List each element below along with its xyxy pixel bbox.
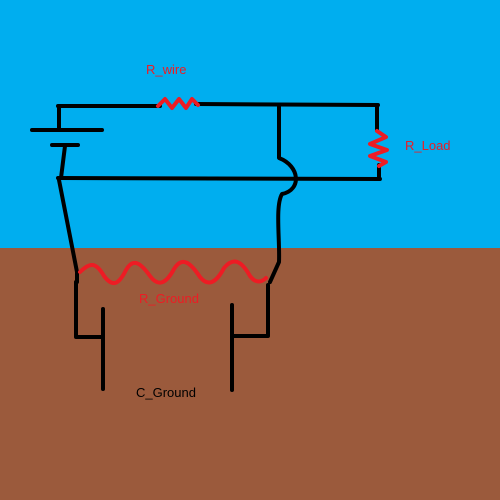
sky-background [0, 0, 500, 250]
r-load-label: R_Load [405, 138, 451, 153]
r-wire-label: R_wire [146, 62, 187, 77]
top-wire [56, 102, 380, 108]
r-ground-label: R_Ground [139, 291, 199, 306]
crossover-wire [268, 104, 298, 284]
r-ground-resistor [78, 259, 268, 286]
left-ground-wire [57, 178, 79, 284]
ground-background [0, 248, 500, 500]
battery-lower-wire [59, 144, 67, 180]
capacitor-right-lead [230, 283, 270, 338]
r-wire-resistor [156, 97, 200, 110]
c-ground-label: C_Ground [136, 385, 196, 400]
capacitor-left-lead [74, 280, 104, 339]
r-load-resistor [368, 129, 389, 168]
middle-wire [56, 176, 382, 181]
